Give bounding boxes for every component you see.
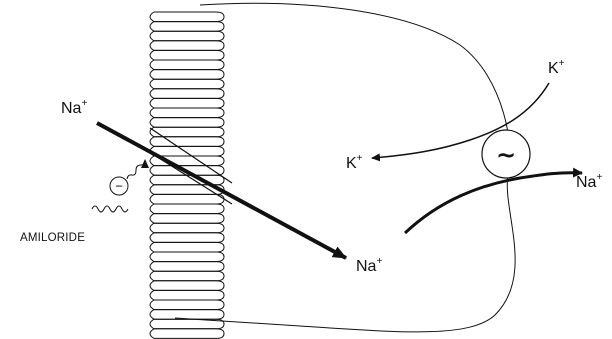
microvillus-left-curve: [149, 289, 155, 301]
microvillus-left-curve: [149, 155, 155, 167]
microvillus-loop: [154, 107, 225, 119]
microvillus-left-curve: [149, 30, 155, 42]
microvillus-left-curve: [149, 136, 155, 147]
microvillus-left-curve: [149, 203, 155, 215]
microvillus-loop: [154, 270, 225, 282]
microvillus-left-curve: [149, 49, 155, 61]
amiloride-to-channel-wavy: [126, 159, 149, 180]
microvillus-loop: [154, 251, 225, 263]
microvillus-left-curve: [149, 117, 155, 128]
microvillus-left-curve: [149, 107, 155, 119]
microvillus-left-curve: [149, 21, 155, 32]
microvillus-loop: [154, 49, 225, 61]
microvillus-left-curve: [149, 165, 155, 176]
microvillus-loop: [154, 261, 225, 272]
microvillus-left-curve: [149, 270, 155, 282]
microvillus-loop: [154, 126, 225, 138]
microvillus-left-curve: [149, 193, 155, 205]
amiloride-wavy-line: [91, 205, 129, 213]
microvillus-left-curve: [149, 251, 155, 263]
microvillus-left-curve: [149, 222, 155, 234]
microvillus-loop: [154, 241, 225, 253]
microvillus-left-curve: [149, 280, 155, 291]
microvillus-loop: [154, 78, 225, 90]
microvillus-left-curve: [149, 78, 155, 90]
microvillus-left-curve: [149, 126, 155, 138]
k-label-left: K+: [346, 153, 363, 172]
inhibition-circle: [109, 176, 129, 196]
microvilli-brush-border: [149, 11, 225, 339]
microvillus-left-curve: [149, 69, 155, 80]
microvillus-left-curve: [149, 11, 155, 23]
microvillus-left-curve: [149, 232, 155, 243]
microvillus-loop: [154, 30, 225, 42]
microvillus-loop: [154, 299, 225, 311]
microvillus-loop: [154, 21, 225, 32]
microvillus-left-curve: [149, 318, 155, 330]
channel-line-upper: [149, 127, 233, 184]
k-transport-arrow: [371, 82, 550, 162]
microvillus-left-curve: [149, 59, 155, 71]
microvillus-loop: [154, 232, 225, 243]
microvillus-loop: [154, 40, 225, 51]
amiloride-label: AMILORIDE: [20, 232, 85, 244]
microvillus-loop: [154, 11, 225, 23]
na-influx-arrow: [96, 121, 347, 260]
microvillus-loop: [154, 328, 225, 339]
na-label-right: Na+: [576, 172, 602, 191]
microvillus-loop: [154, 203, 225, 215]
microvillus-left-curve: [149, 328, 155, 339]
microvillus-left-curve: [149, 309, 155, 320]
microvillus-loop: [154, 59, 225, 71]
microvillus-left-curve: [149, 174, 155, 186]
microvillus-left-curve: [149, 40, 155, 51]
na-k-pump: [481, 129, 531, 179]
na-label-top-left: Na+: [61, 98, 87, 117]
microvillus-loop: [154, 69, 225, 80]
microvillus-loop: [154, 213, 225, 224]
microvillus-left-curve: [149, 299, 155, 311]
microvillus-loop: [154, 117, 225, 128]
microvillus-left-curve: [149, 241, 155, 253]
na-efflux-arrow: [403, 167, 583, 235]
microvillus-loop: [154, 280, 225, 291]
microvillus-left-curve: [149, 213, 155, 224]
na-label-center: Na+: [356, 256, 382, 275]
k-label-top-right: K+: [548, 58, 565, 77]
microvillus-left-curve: [149, 184, 155, 195]
microvillus-loop: [154, 193, 225, 205]
microvillus-loop: [154, 97, 225, 109]
microvillus-loop: [154, 309, 225, 320]
microvillus-left-curve: [149, 97, 155, 109]
pump-symbol: ~: [496, 141, 516, 169]
microvillus-left-curve: [149, 88, 155, 99]
microvillus-left-curve: [149, 261, 155, 272]
inhibition-sign: −: [115, 179, 123, 194]
microvillus-loop: [154, 222, 225, 234]
microvillus-loop: [154, 289, 225, 301]
microvillus-loop: [154, 88, 225, 99]
